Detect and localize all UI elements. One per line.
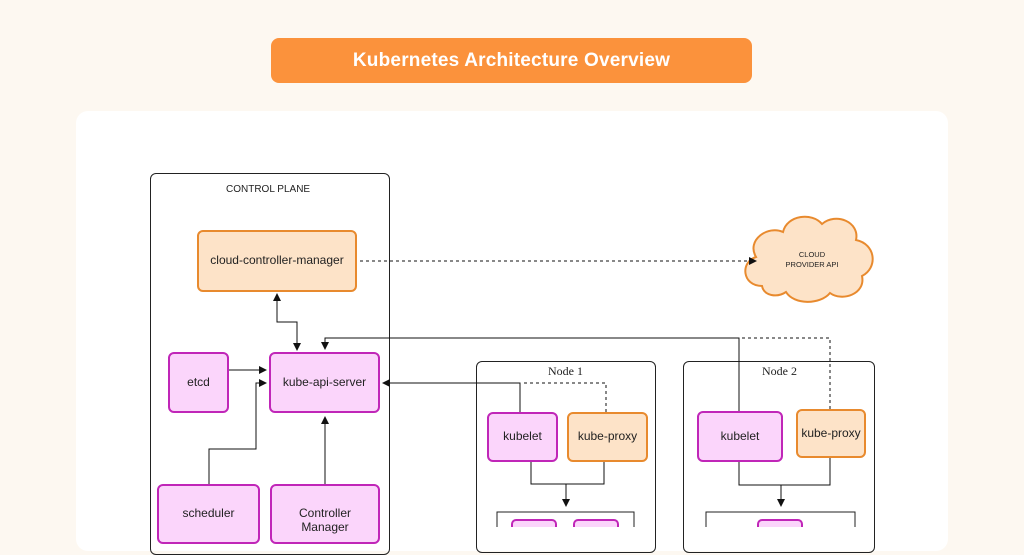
node-2-kubelet-box[interactable]: kubelet — [697, 411, 783, 462]
diagram-canvas — [76, 111, 948, 551]
cloud-label-line2: PROVIDER API — [785, 260, 839, 270]
kube-api-server-box[interactable]: kube-api-server — [269, 352, 380, 413]
node-1-kube-proxy-box[interactable]: kube-proxy — [567, 412, 648, 462]
node-1-kubelet-box[interactable]: kubelet — [487, 412, 558, 462]
connector-lines — [208, 215, 874, 527]
control-plane-label: CONTROL PLANE — [226, 184, 311, 195]
cloud-provider-label: CLOUD PROVIDER API — [770, 250, 854, 270]
node-1-label: Node 1 — [548, 364, 583, 378]
controller-manager-line1: Controller — [298, 506, 352, 521]
etcd-box[interactable]: etcd — [168, 352, 229, 413]
node-2-kube-proxy-box[interactable]: kube-proxy — [796, 409, 866, 458]
cloud-shape — [744, 215, 874, 303]
diagram-title: Kubernetes Architecture Overview — [271, 38, 752, 83]
cloud-controller-manager-box[interactable]: cloud-controller-manager — [197, 230, 357, 292]
cloud-label-line1: CLOUD — [798, 250, 826, 259]
node-2-label: Node 2 — [762, 364, 797, 378]
